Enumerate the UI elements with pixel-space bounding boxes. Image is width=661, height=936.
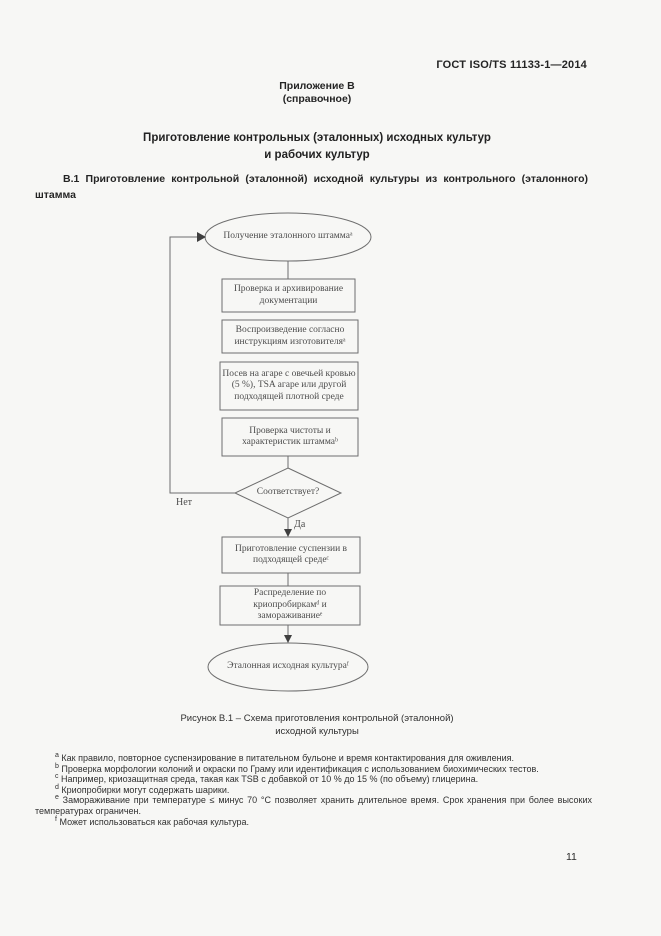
- footnotes-block: a Как правило, повторное суспензирование…: [35, 752, 592, 828]
- figure-caption-line1: Рисунок В.1 – Схема приготовления контро…: [180, 713, 454, 724]
- footnote-marker: c: [55, 773, 59, 781]
- arrow-right-icon: [197, 232, 206, 242]
- arrow-down-icon: [284, 635, 292, 643]
- footnote: e Замораживание при температуре ≤ минус …: [35, 794, 592, 816]
- check-docs-box-shape: [221, 278, 356, 313]
- annex-name: Приложение В: [279, 80, 355, 92]
- footnote: c Например, криозащитная среда, такая ка…: [35, 773, 592, 785]
- footnote-marker: a: [55, 752, 59, 759]
- flowchart-node-check-docs: Проверка и архивирование документации: [233, 284, 344, 306]
- footnote-marker: e: [55, 794, 59, 802]
- footnote: b Проверка морфологии колоний и окраски …: [35, 762, 592, 775]
- footnote-marker: f: [55, 815, 57, 823]
- footnote-text: Замораживание при температуре ≤ минус 70…: [35, 795, 592, 816]
- flowchart-node-check-purity: Проверка чистоты и характеристик штаммаᵇ: [242, 425, 338, 448]
- edge-label-no: Нет: [176, 497, 193, 508]
- page-number: 11: [566, 851, 577, 863]
- flowchart-node-plate: Посев на агаре с овечьей кровью (5 %), T…: [222, 368, 356, 402]
- footnote: a Как правило, повторное суспензирование…: [35, 752, 592, 764]
- flowchart-node-suspension: Приготовление суспензии в подходящей сре…: [234, 543, 348, 566]
- figure-caption: Рисунок В.1 – Схема приготовления контро…: [0, 712, 634, 738]
- distribute-box-shape: [219, 585, 361, 626]
- footnote-text: Криопробирки могут содержать шарики.: [61, 784, 230, 795]
- page-title: Приготовление контрольных (эталонных) ис…: [0, 130, 634, 164]
- flowchart-figure: Получение эталонного штаммаᵃ Проверка и …: [150, 208, 410, 700]
- footnote: d Криопробирки могут содержать шарики.: [35, 783, 592, 796]
- flowchart-node-reconstitute: Воспроизведение согласно инструкциям изг…: [234, 325, 346, 347]
- arrow-down-icon: [284, 529, 292, 537]
- annex-kind: (справочное): [282, 92, 352, 105]
- footnote-text: Как правило, повторное суспензирование в…: [61, 753, 514, 763]
- footnote-text: Проверка морфологии колоний и окраски по…: [61, 763, 539, 774]
- flowchart-node-start: Получение эталонного штаммаᵃ: [223, 231, 353, 242]
- check-purity-box-shape: [221, 417, 359, 457]
- footnote-text: Может использоваться как рабочая культур…: [59, 816, 250, 827]
- footnote-text: Например, криозащитная среда, такая как …: [61, 774, 479, 785]
- page-title-line2: и рабочих культур: [264, 149, 370, 161]
- footnote: f Может использоваться как рабочая культ…: [35, 815, 592, 828]
- footnote-marker: d: [55, 783, 59, 791]
- footnote-marker: b: [55, 762, 59, 770]
- annex-heading: Приложение В (справочное): [0, 80, 634, 105]
- edge-label-yes: Да: [294, 519, 306, 530]
- flowchart-node-distribute: Распределение по криопробиркамᵈ и замора…: [253, 588, 327, 622]
- section-heading: В.1 Приготовление контрольной (эталонной…: [35, 173, 588, 201]
- reconstitute-box-shape: [221, 319, 359, 354]
- plate-box-shape: [219, 361, 359, 411]
- page-title-line1: Приготовление контрольных (эталонных) ис…: [143, 132, 491, 144]
- suspension-box-shape: [221, 536, 361, 574]
- figure-caption-line2: исходной культуры: [275, 726, 359, 737]
- document-code: ГОСТ ISO/TS 11133-1—2014: [436, 59, 587, 71]
- flowchart-node-decision: Соответствует?: [256, 487, 320, 498]
- flowchart-node-end: Эталонная исходная культураᶠ: [227, 661, 349, 672]
- flowchart-diagram: [169, 212, 372, 692]
